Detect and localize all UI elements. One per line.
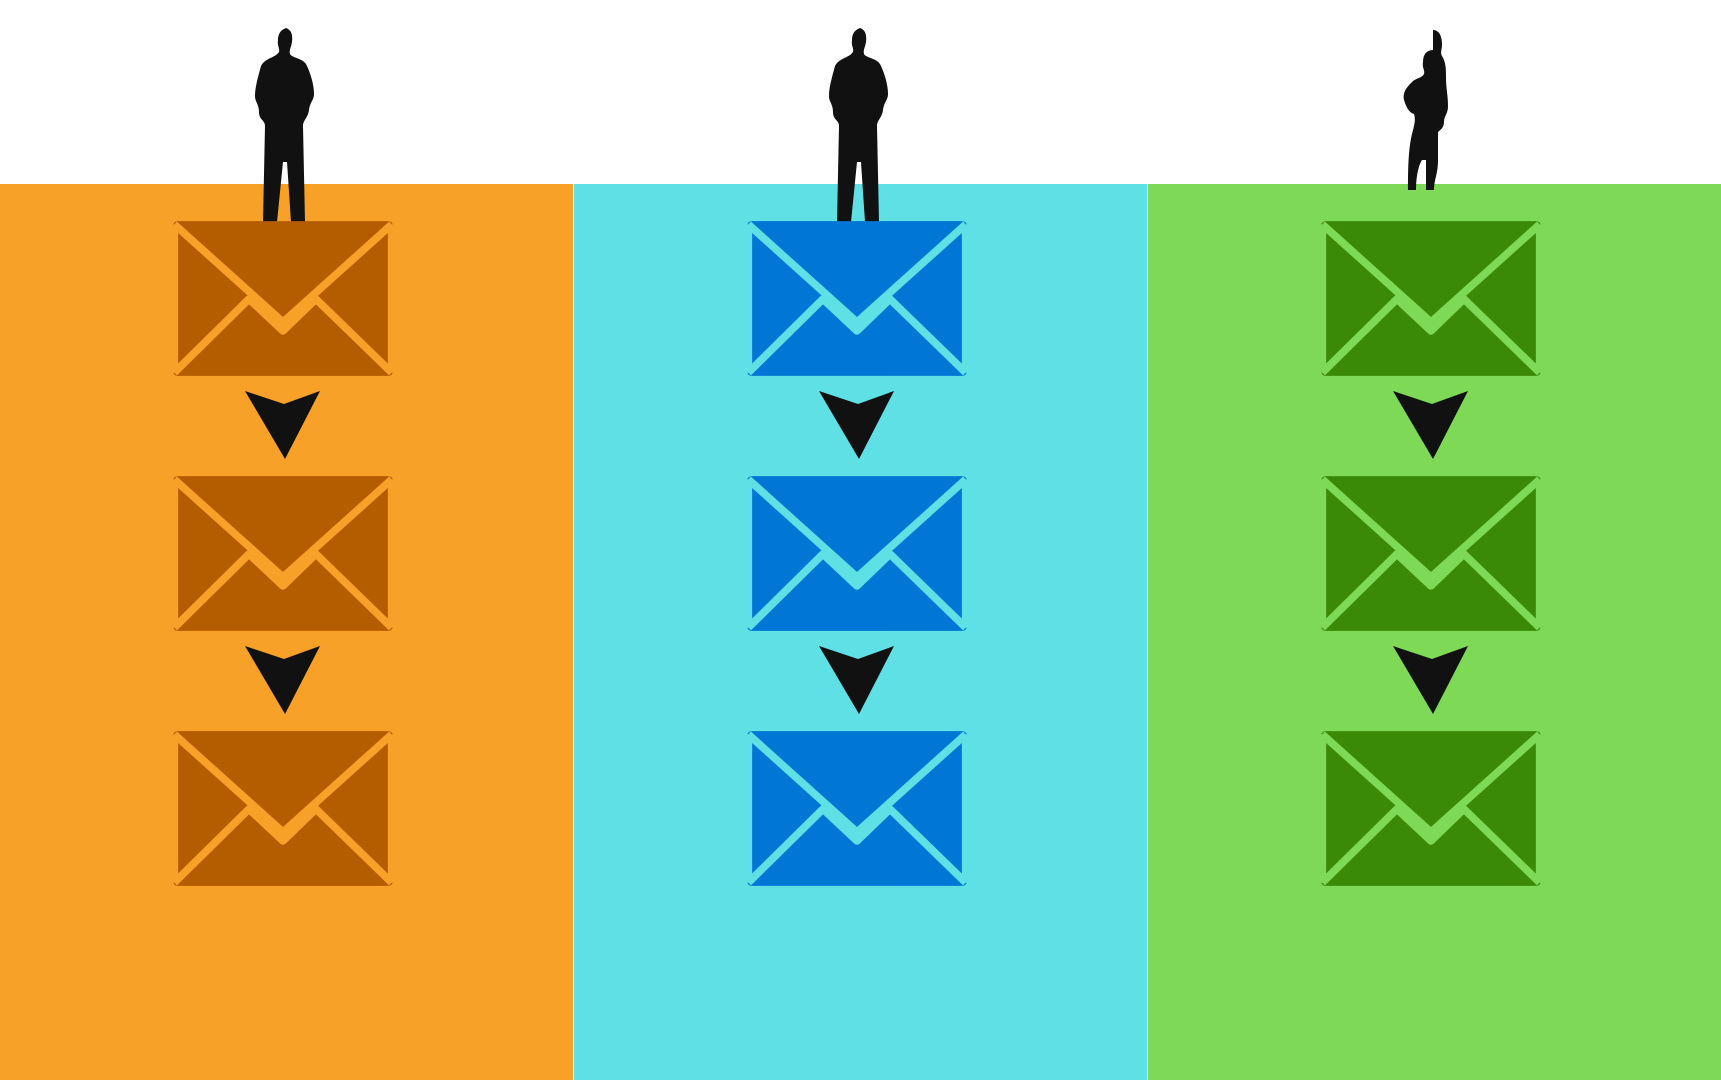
- envelope-icon: [172, 476, 394, 631]
- arrow-down-icon: [1393, 391, 1468, 459]
- man-silhouette-icon: [255, 28, 314, 222]
- woman-silhouette-icon: [1403, 30, 1448, 190]
- arrow-down-icon: [819, 391, 894, 459]
- envelope-icon: [746, 731, 968, 886]
- envelope-icon: [172, 731, 394, 886]
- arrow-down-icon: [819, 646, 894, 714]
- man-silhouette-icon: [829, 28, 888, 222]
- envelope-icon: [1320, 221, 1542, 376]
- arrow-down-icon: [245, 391, 320, 459]
- envelope-icon: [1320, 476, 1542, 631]
- arrow-down-icon: [245, 646, 320, 714]
- envelope-icon: [746, 221, 968, 376]
- envelope-icon: [172, 221, 394, 376]
- envelope-icon: [746, 476, 968, 631]
- arrow-down-icon: [1393, 646, 1468, 714]
- envelope-icon: [1320, 731, 1542, 886]
